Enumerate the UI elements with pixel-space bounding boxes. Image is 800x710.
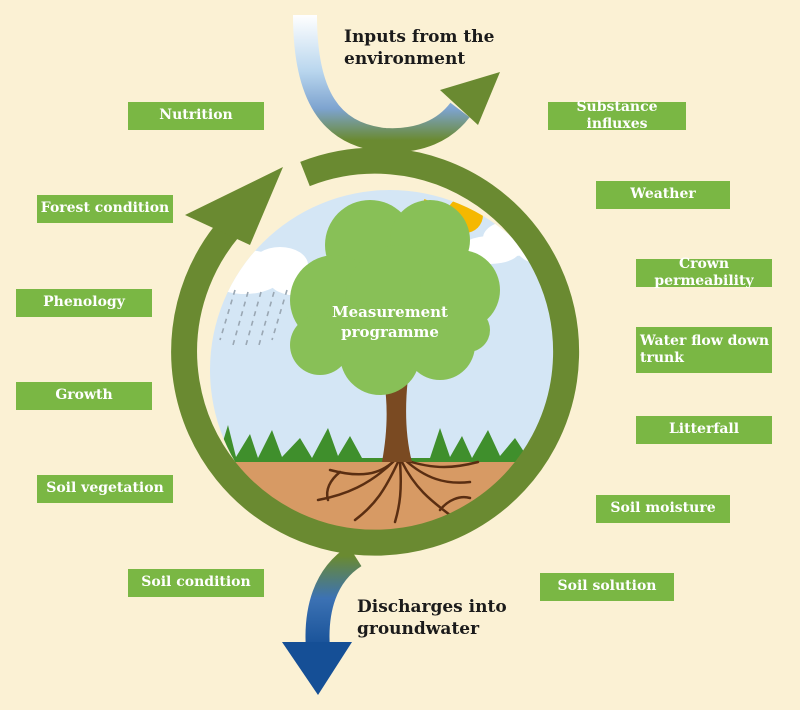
label-phenology: Phenology [16, 289, 152, 317]
label-soil-moisture: Soil moisture [596, 495, 730, 523]
input-arrow [293, 14, 470, 153]
input-arrowhead-icon [440, 72, 500, 125]
discharges-heading: Discharges into groundwater [357, 597, 507, 639]
cycle-arrow [171, 147, 580, 556]
inputs-heading: Inputs from the environment [344, 27, 495, 69]
label-water-flow-down-trunk: Water flow down trunk [636, 327, 772, 373]
label-soil-solution: Soil solution [540, 573, 674, 601]
grass [210, 425, 570, 462]
label-substance-influxes: Substance influxes [548, 99, 686, 132]
label-soil-condition: Soil condition [128, 569, 264, 597]
measurement-programme-label: Measurement programme [332, 303, 448, 341]
label-weather: Weather [596, 181, 730, 209]
output-arrowhead-icon [282, 642, 352, 695]
rain [219, 289, 288, 346]
output-arrow [305, 545, 362, 651]
label-nutrition: Nutrition [128, 102, 264, 130]
canopy [290, 200, 500, 395]
label-growth: Growth [16, 382, 152, 410]
label-crown-permeability: Crown permeability [636, 256, 772, 289]
label-forest-condition: Forest condition [37, 195, 173, 223]
cycle-arrowhead-icon [185, 167, 283, 245]
roots [316, 458, 480, 524]
label-litterfall: Litterfall [636, 416, 772, 444]
label-soil-vegetation: Soil vegetation [37, 475, 173, 503]
